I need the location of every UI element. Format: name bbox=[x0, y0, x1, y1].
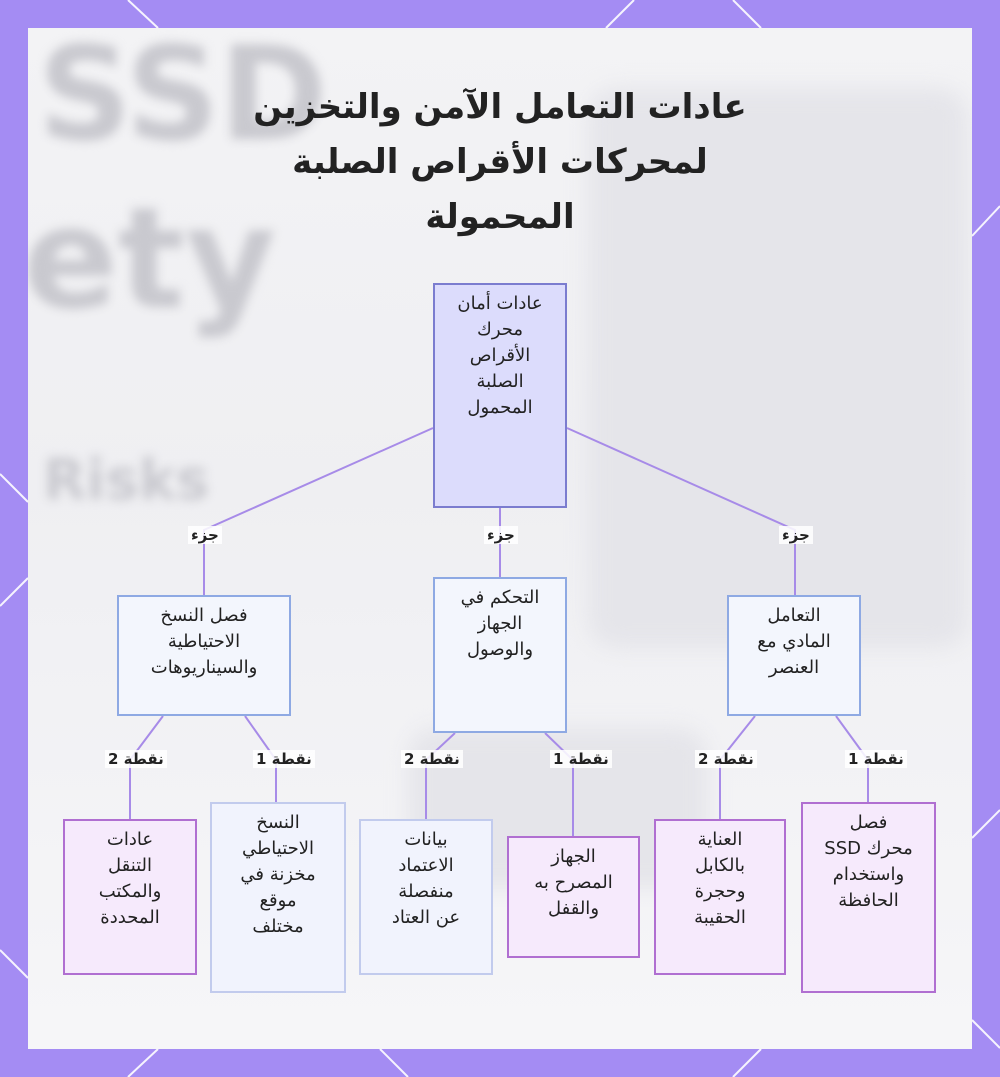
root-node: عادات أمان محرك الأقراص الصلبة المحمول bbox=[433, 283, 567, 508]
edge-label-point-2: نقطة 2 bbox=[105, 750, 167, 768]
leaf-node-travel-habits: عادات التنقل والمكتب المحددة bbox=[63, 819, 197, 975]
edge-label-point-2: نقطة 2 bbox=[401, 750, 463, 768]
leaf-node-separate-credentials: بيانات الاعتماد منفصلة عن العتاد bbox=[359, 819, 493, 975]
leaf-label: النسخ الاحتياطي مخزنة في موقع مختلف bbox=[240, 812, 316, 937]
leaf-label: العناية بالكابل وحجرة الحقيبة bbox=[694, 829, 746, 928]
background-text-1: SSD bbox=[38, 28, 328, 170]
leaf-label: فصل محرك SSD واستخدام الحافظة bbox=[824, 812, 913, 911]
leaf-node-authorized-device: الجهاز المصرح به والقفل bbox=[507, 836, 640, 958]
category-node-device-access: التحكم في الجهاز والوصول bbox=[433, 577, 567, 733]
edge-cat2-leaf3 bbox=[544, 732, 574, 836]
edge-cat2-leaf4 bbox=[425, 732, 456, 819]
leaf-label: الجهاز المصرح به والقفل bbox=[534, 846, 613, 919]
title-line-1: عادات التعامل الآمن والتخزين bbox=[253, 87, 747, 127]
edge-label-part: جزء bbox=[188, 526, 222, 544]
edge-label-part: جزء bbox=[484, 526, 518, 544]
root-node-label: عادات أمان محرك الأقراص الصلبة المحمول bbox=[457, 293, 543, 418]
edge-root-cat3 bbox=[203, 427, 434, 595]
category-label: التعامل المادي مع العنصر bbox=[757, 605, 831, 678]
category-node-physical-handling: التعامل المادي مع العنصر bbox=[727, 595, 861, 716]
leaf-label: عادات التنقل والمكتب المحددة bbox=[98, 829, 162, 928]
category-node-backup-separation: فصل النسخ الاحتياطية والسيناريوهات bbox=[117, 595, 291, 716]
edge-label-point-1: نقطة 1 bbox=[550, 750, 612, 768]
edge-label-point-1: نقطة 1 bbox=[845, 750, 907, 768]
title-line-2: لمحركات الأقراص الصلبة bbox=[292, 142, 708, 182]
edge-root-cat1 bbox=[566, 427, 796, 595]
category-label: التحكم في الجهاز والوصول bbox=[460, 587, 540, 660]
leaf-node-cable-care: العناية بالكابل وحجرة الحقيبة bbox=[654, 819, 786, 975]
title-line-3: المحمولة bbox=[425, 197, 575, 237]
background-text-2: ety bbox=[28, 178, 277, 341]
leaf-node-offsite-backup: النسخ الاحتياطي مخزنة في موقع مختلف bbox=[210, 802, 346, 993]
leaf-label: بيانات الاعتماد منفصلة عن العتاد bbox=[391, 829, 461, 928]
category-label: فصل النسخ الاحتياطية والسيناريوهات bbox=[150, 605, 258, 678]
edge-label-part: جزء bbox=[779, 526, 813, 544]
diagram-title: عادات التعامل الآمن والتخزين لمحركات الأ… bbox=[0, 80, 1000, 245]
edge-label-point-2: نقطة 2 bbox=[695, 750, 757, 768]
leaf-node-eject-ssd: فصل محرك SSD واستخدام الحافظة bbox=[801, 802, 936, 993]
background-text-3: Risks bbox=[43, 448, 210, 513]
edge-label-point-1: نقطة 1 bbox=[253, 750, 315, 768]
